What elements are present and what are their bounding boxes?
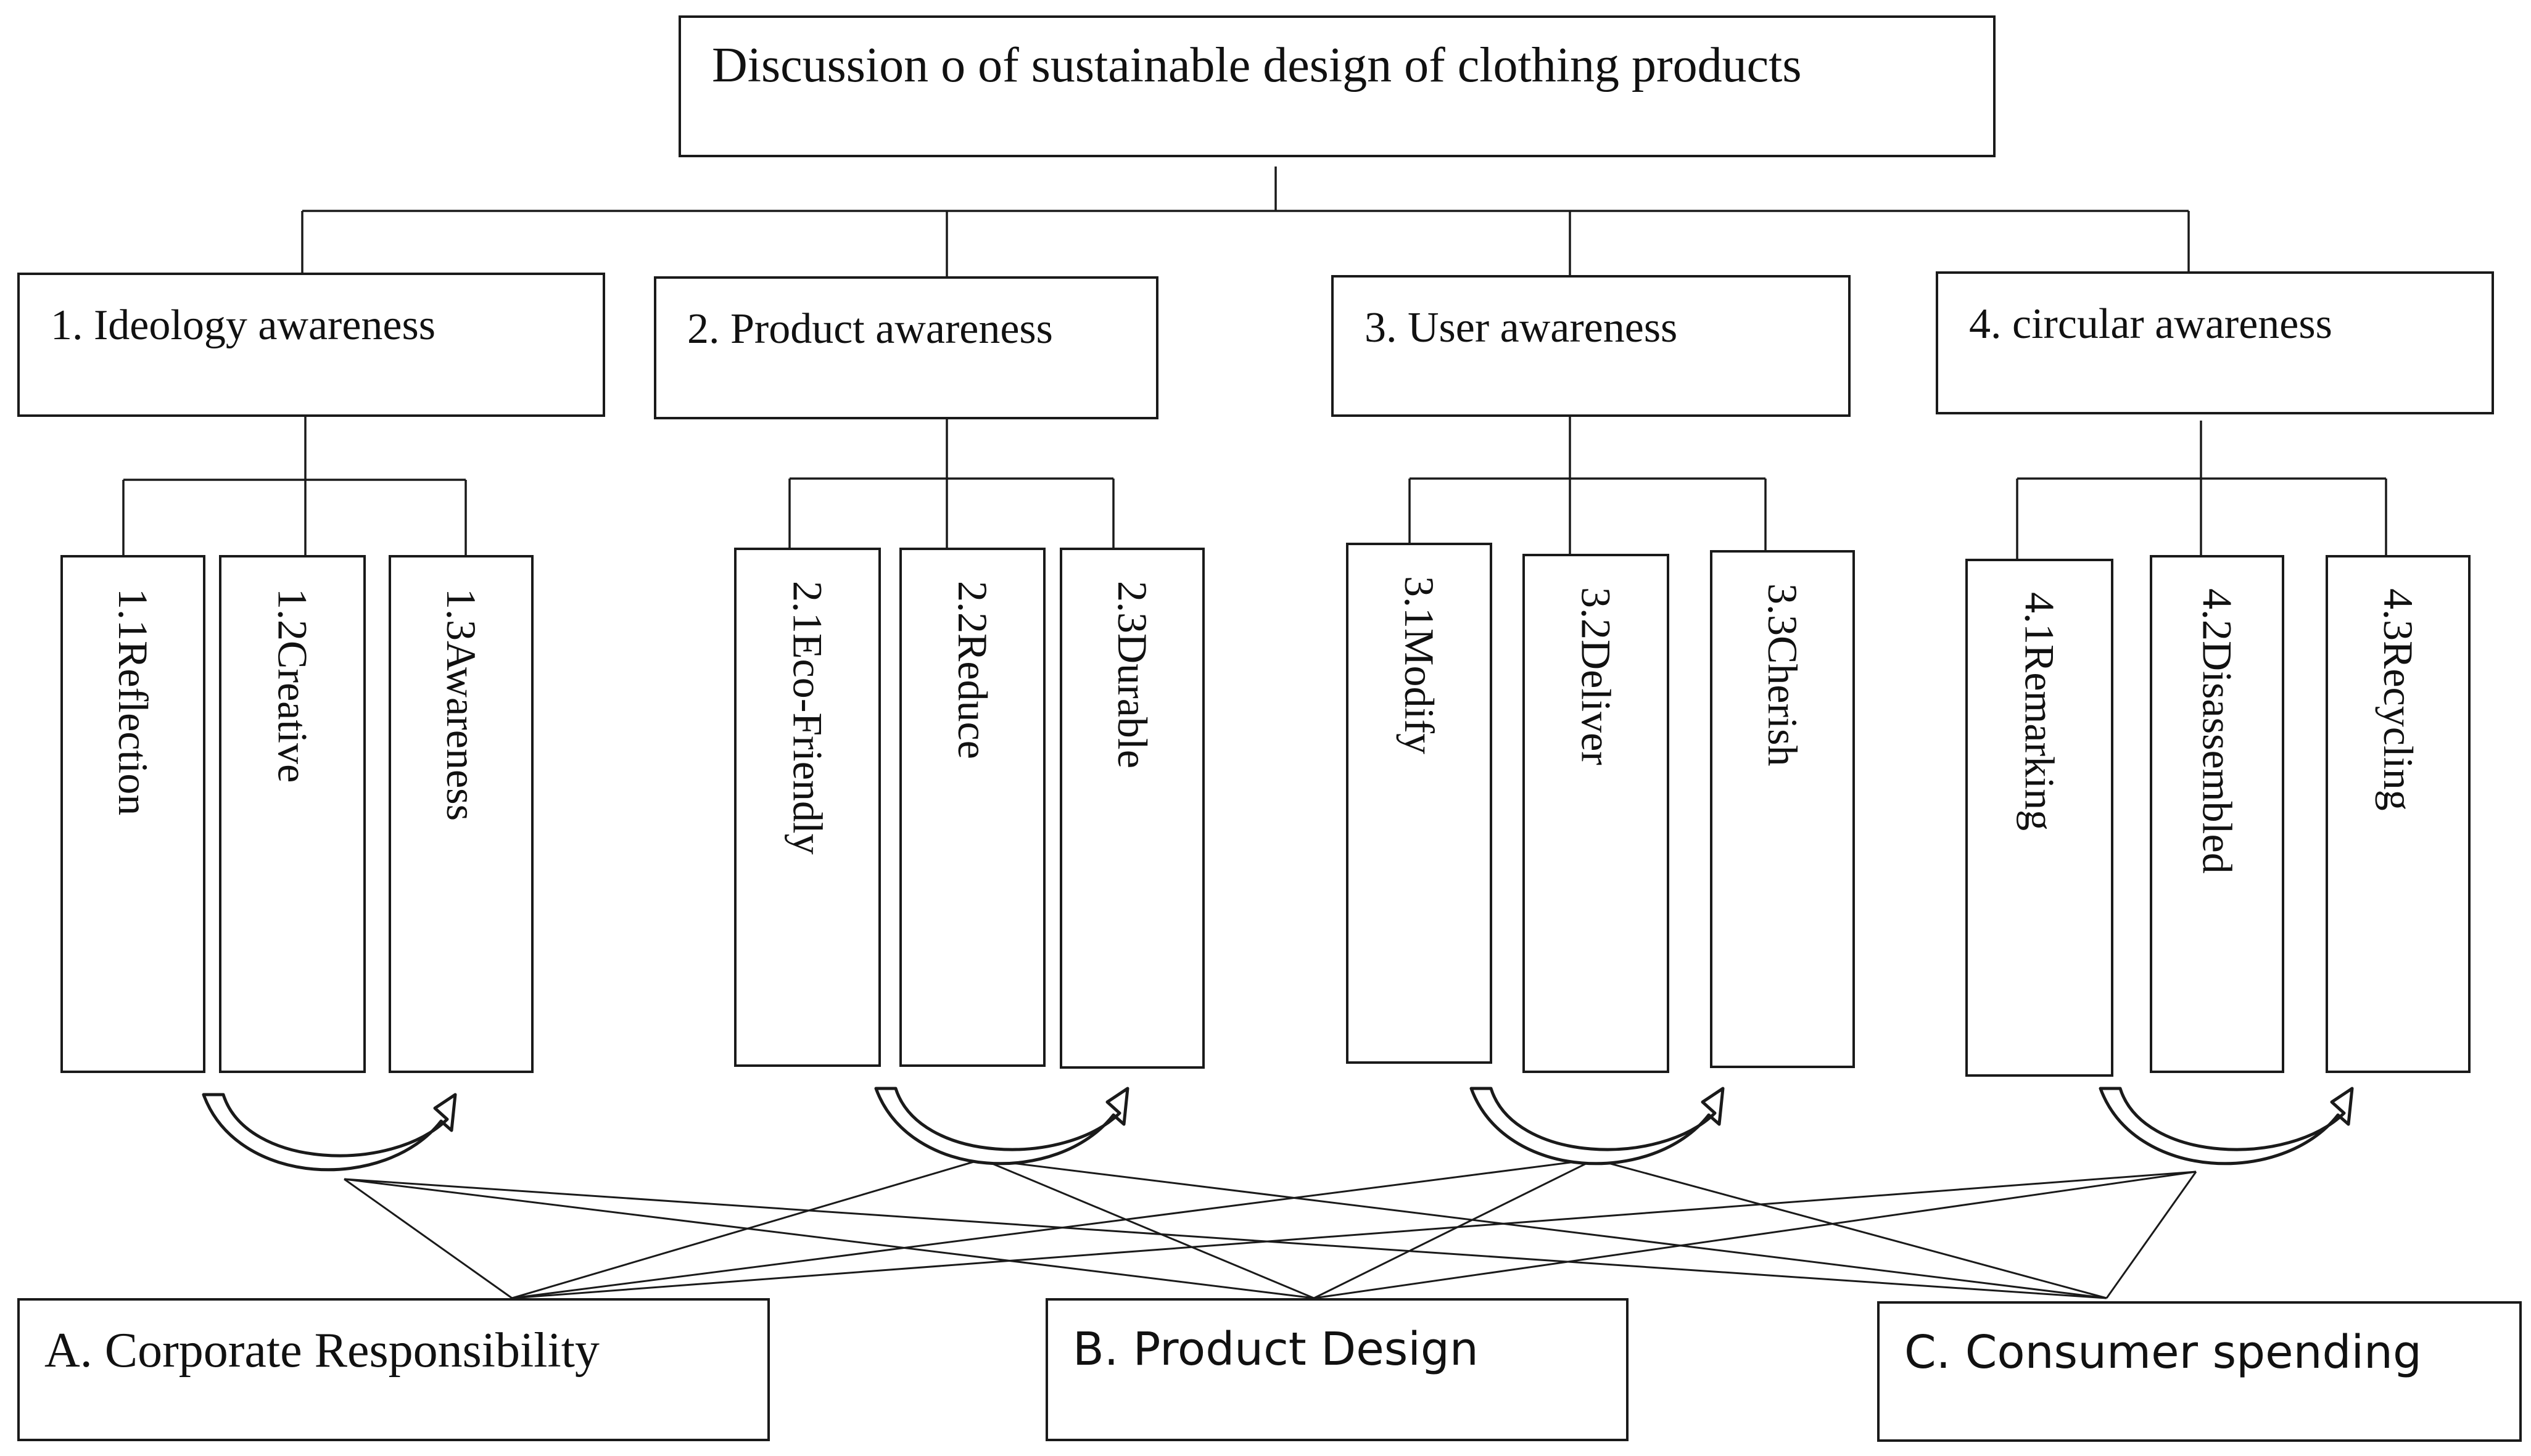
category-label: 1. Ideology awareness [51,302,436,349]
sub-node-modify: 3.1Modify [1346,543,1492,1064]
sub-node-deliver: 3.2Deliver [1522,554,1669,1073]
root-title: Discussion o of sustainable design of cl… [712,38,1802,93]
bottom-label: B. Product Design [1073,1323,1479,1376]
root-node: Discussion o of sustainable design of cl… [679,15,1996,157]
sub-label: 1.3Awareness [438,588,485,821]
cross-connections [344,1158,2197,1299]
sub-label: 3.1Modify [1396,576,1443,754]
sub-label: 1.1Reflection [110,588,157,816]
category-label: 3. User awareness [1365,304,1678,352]
sub-label: 2.2Reduce [949,581,996,759]
sub-label: 4.1Remarking [2016,592,2063,831]
sub-label: 4.3Recycling [2375,588,2422,811]
category-node-circular: 4. circular awareness [1936,271,2494,414]
curved-arrow-icon [202,1093,457,1172]
bottom-label: A. Corporate Responsibility [44,1323,600,1378]
curved-arrow-icon [1469,1087,1725,1166]
sub-node-awareness: 1.3Awareness [389,555,534,1073]
sub-label: 2.3Durable [1109,581,1156,769]
bottom-label: C. Consumer spending [1904,1326,2422,1379]
sub-label: 3.2Deliver [1572,587,1620,765]
category-node-user: 3. User awareness [1331,275,1851,417]
category-node-product: 2. Product awareness [654,276,1158,419]
sub-label: 3.3Cherish [1759,583,1806,767]
bottom-node-product-design: B. Product Design [1046,1298,1629,1441]
sub-node-disassembled: 4.2Disassembled [2150,555,2284,1073]
sub-label: 1.2Creative [269,588,316,783]
sub-node-cherish: 3.3Cherish [1710,550,1855,1068]
sub-label: 2.1Eco-Friendly [784,581,832,855]
sub-node-reflection: 1.1Reflection [60,555,205,1073]
sub-node-reduce: 2.2Reduce [899,548,1046,1067]
curved-arrow-icon [874,1087,1129,1166]
sub-label: 4.2Disassembled [2194,588,2241,874]
curved-arrow-icon [2099,1087,2354,1166]
sub-node-creative: 1.2Creative [219,555,366,1073]
sub-node-remarking: 4.1Remarking [1965,559,2113,1077]
category-label: 4. circular awareness [1969,300,2332,348]
category-label: 2. Product awareness [687,305,1053,353]
sub-node-durable: 2.3Durable [1060,548,1205,1069]
bottom-node-consumer: C. Consumer spending [1877,1301,2522,1442]
sub-node-eco-friendly: 2.1Eco-Friendly [734,548,881,1067]
bottom-node-corporate: A. Corporate Responsibility [17,1298,770,1441]
category-node-ideology: 1. Ideology awareness [17,273,605,417]
sub-node-recycling: 4.3Recycling [2326,555,2471,1073]
